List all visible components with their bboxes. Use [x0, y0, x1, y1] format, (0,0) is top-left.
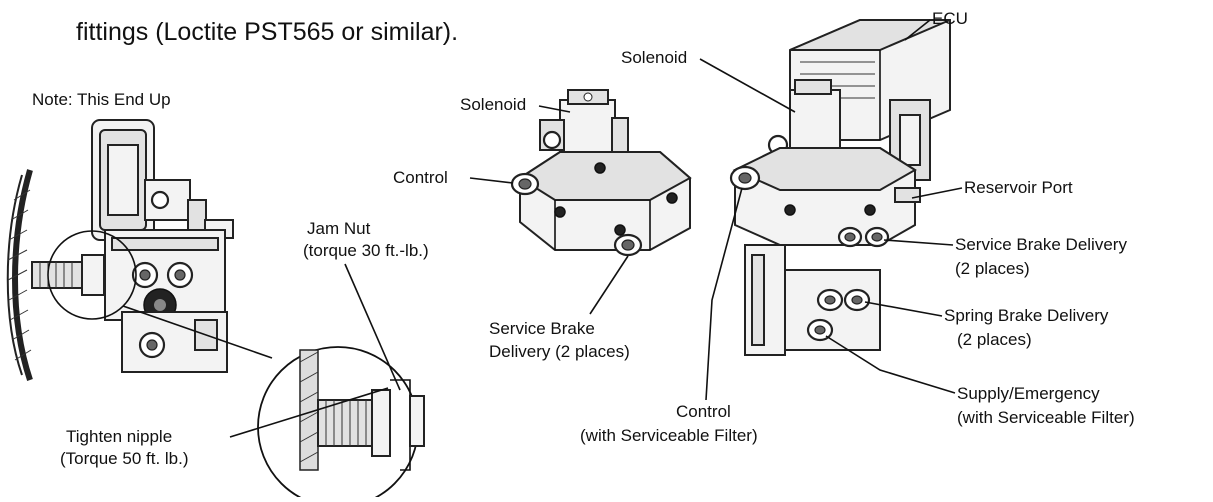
tighten-nipple-label: Tighten nipple — [66, 427, 172, 446]
service-middle-places-label: Delivery (2 places) — [489, 342, 630, 361]
solenoid-middle-label: Solenoid — [460, 95, 526, 114]
mounted-valve-illustration — [6, 119, 273, 381]
control-middle-label: Control — [393, 168, 448, 187]
service-right-places-label: (2 places) — [955, 259, 1030, 278]
heading-text: fittings (Loctite PST565 or similar). — [76, 18, 458, 46]
control-middle-leader — [469, 177, 514, 184]
service-right-label: Service Brake Delivery — [955, 235, 1127, 254]
reservoir-port-label: Reservoir Port — [964, 178, 1073, 197]
jam-nut-label: Jam Nut — [307, 219, 371, 238]
control-right-filter-label: (with Serviceable Filter) — [580, 426, 758, 445]
nipple-detail-circle — [257, 346, 425, 502]
right-valve-illustration — [729, 19, 951, 356]
service-middle-leader — [589, 255, 629, 315]
control-right-label: Control — [676, 402, 731, 421]
spring-brake-places-label: (2 places) — [957, 330, 1032, 349]
solenoid-middle-leader — [538, 105, 571, 113]
tighten-nipple-leader — [229, 387, 389, 438]
ecu-label: ECU — [932, 9, 968, 28]
middle-valve-illustration — [510, 89, 692, 257]
jam-nut-leader — [344, 263, 401, 391]
supply-emergency-filter-label: (with Serviceable Filter) — [957, 408, 1135, 427]
solenoid-right-leader — [699, 58, 796, 113]
service-middle-label: Service Brake — [489, 319, 595, 338]
supply-emergency-leader — [825, 335, 956, 394]
spring-brake-label: Spring Brake Delivery — [944, 306, 1109, 325]
reservoir-port-leader — [911, 187, 963, 199]
tighten-nipple-torque-label: (Torque 50 ft. lb.) — [60, 449, 189, 468]
note-end-up-label: Note: This End Up — [32, 90, 171, 109]
control-right-leader — [705, 187, 743, 401]
spring-brake-leader — [864, 301, 943, 317]
solenoid-right-label: Solenoid — [621, 48, 687, 67]
service-right-leader — [883, 239, 954, 246]
supply-emergency-label: Supply/Emergency — [957, 384, 1100, 403]
jam-nut-torque-label: (torque 30 ft.-lb.) — [303, 241, 429, 260]
ecu-leader — [904, 19, 931, 41]
